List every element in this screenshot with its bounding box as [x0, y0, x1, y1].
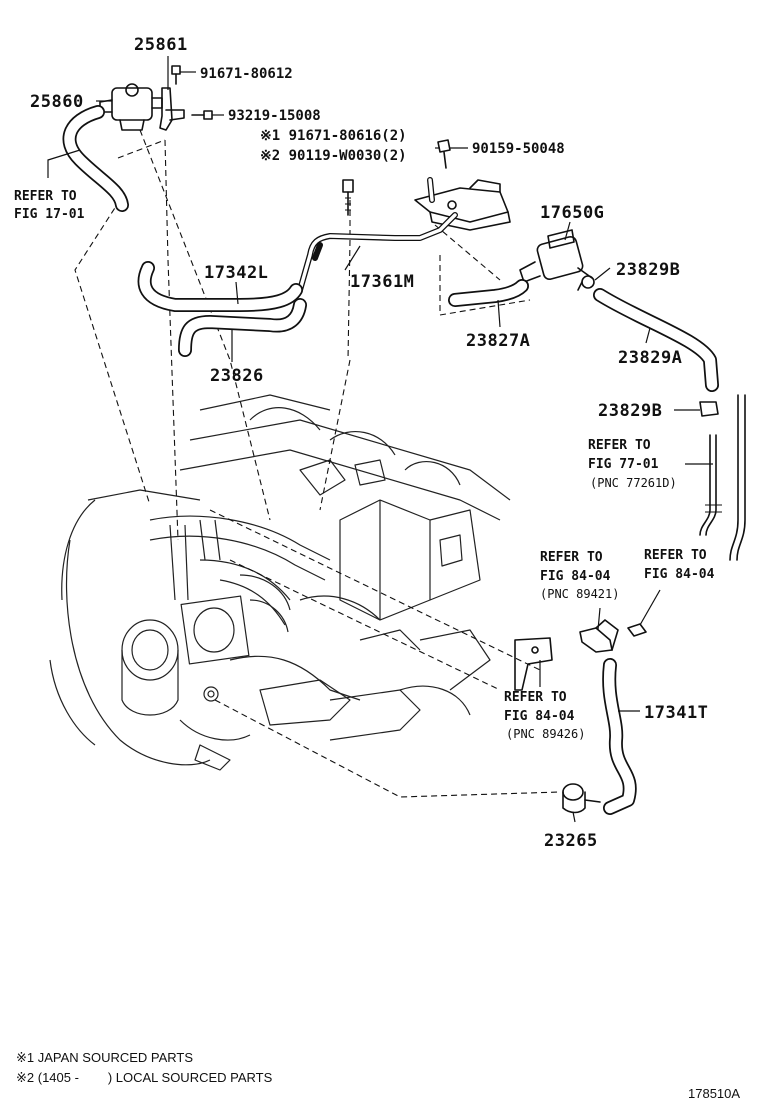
- hose-23826[interactable]: [178, 298, 307, 357]
- bracket-25861[interactable]: [159, 87, 185, 131]
- figure-references: REFER TO FIG 17-01 REFER TO FIG 77-01 (P…: [14, 189, 715, 741]
- vacuum-switching-valve-25860[interactable]: [99, 83, 163, 131]
- callout-17361m[interactable]: 17361M: [350, 272, 414, 292]
- connection-lines: [74, 129, 561, 798]
- bracket-89426[interactable]: [514, 637, 553, 691]
- ref-fig84c-line3: (PNC 89426): [506, 727, 585, 741]
- callout-91671-80612[interactable]: 91671-80612: [200, 66, 293, 82]
- leader-lines: [47, 56, 713, 823]
- ref-fig84a-line3: (PNC 89421): [540, 587, 619, 601]
- hose-23827a[interactable]: [448, 279, 529, 307]
- ref-fig77-line3: (PNC 77261D): [590, 476, 677, 490]
- hose-17342l[interactable]: [137, 261, 303, 312]
- bolt-pnc-89421[interactable]: [627, 623, 647, 637]
- callout-90119-w0030[interactable]: ※2 90119-W0030(2): [260, 148, 407, 164]
- ref-fig17-line2[interactable]: FIG 17-01: [14, 207, 85, 222]
- footnote-japan-sourced: ※1 JAPAN SOURCED PARTS: [16, 1050, 193, 1065]
- hose-17341t[interactable]: [602, 658, 637, 815]
- hose-23829a[interactable]: [593, 288, 719, 392]
- bolt-90119-w0030[interactable]: [342, 179, 354, 216]
- bracket-assembly[interactable]: [414, 179, 511, 231]
- engine-assembly-illustration: [49, 394, 511, 771]
- sensor-89421[interactable]: [579, 619, 619, 653]
- part-callouts: 25861 25860 91671-80612 93219-15008 ※1 9…: [30, 35, 708, 851]
- ref-fig84b-line1[interactable]: REFER TO: [644, 548, 707, 563]
- callout-23829a[interactable]: 23829A: [618, 348, 682, 368]
- pipes-to-fig-77: [699, 394, 746, 561]
- callout-17342l[interactable]: 17342L: [204, 263, 268, 283]
- bolt-90159-50048[interactable]: [437, 139, 451, 169]
- callout-23829b-mid[interactable]: 23829B: [598, 401, 662, 421]
- diagram-id: 178510A: [688, 1086, 740, 1101]
- callout-90159-50048[interactable]: 90159-50048: [472, 141, 565, 157]
- pipe-17361m[interactable]: [297, 177, 458, 293]
- callout-93219-15008[interactable]: 93219-15008: [228, 108, 321, 124]
- callout-25861[interactable]: 25861: [134, 35, 188, 55]
- ref-fig17-line1[interactable]: REFER TO: [14, 189, 77, 204]
- clamp-23829b-top[interactable]: [577, 275, 595, 291]
- footnote-local-sourced: ※2 (1405 - ) LOCAL SOURCED PARTS: [16, 1070, 273, 1085]
- callout-17650g[interactable]: 17650G: [540, 203, 604, 223]
- bolt-93219-15008[interactable]: [191, 110, 213, 120]
- ref-fig84b-line2[interactable]: FIG 84-04: [644, 567, 715, 582]
- ref-fig84c-line2[interactable]: FIG 84-04: [504, 709, 575, 724]
- ref-fig84a-line2[interactable]: FIG 84-04: [540, 569, 611, 584]
- vsv-17650g[interactable]: [519, 229, 593, 283]
- callout-23826[interactable]: 23826: [210, 366, 264, 386]
- callout-25860[interactable]: 25860: [30, 92, 84, 112]
- bolt-91671-80612[interactable]: [171, 65, 181, 85]
- ref-fig77-line2[interactable]: FIG 77-01: [588, 457, 659, 472]
- callout-23265[interactable]: 23265: [544, 831, 598, 851]
- callout-23827a[interactable]: 23827A: [466, 331, 530, 351]
- ref-fig84a-line1[interactable]: REFER TO: [540, 550, 603, 565]
- ref-fig84c-line1[interactable]: REFER TO: [504, 690, 567, 705]
- callout-17341t[interactable]: 17341T: [644, 703, 708, 723]
- ref-fig77-line1[interactable]: REFER TO: [588, 438, 651, 453]
- callout-23829b-top[interactable]: 23829B: [616, 260, 680, 280]
- callout-91671-80616[interactable]: ※1 91671-80616(2): [260, 128, 407, 144]
- clamp-23829b-mid[interactable]: [699, 401, 719, 417]
- hose-25860-refer[interactable]: [62, 105, 129, 212]
- footnotes: ※1 JAPAN SOURCED PARTS ※2 (1405 - ) LOCA…: [16, 1050, 740, 1101]
- sensor-23265[interactable]: [562, 783, 601, 814]
